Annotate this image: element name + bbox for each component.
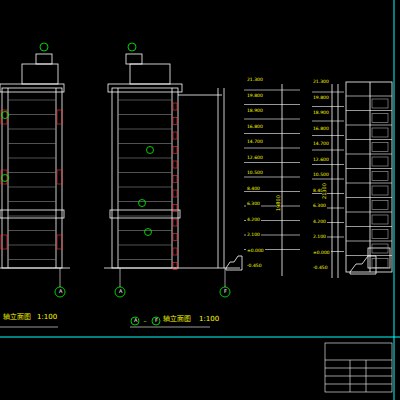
drawing-title: A (118, 289, 123, 294)
dimension-text: 10.500 (246, 171, 264, 176)
dimension-text: 21.300 (312, 80, 330, 85)
dimension-text: ±0.000 (312, 251, 331, 256)
dimension-text: 19.800 (246, 94, 264, 99)
dimension-text: 14.700 (312, 142, 330, 147)
dimension-text: 19800 (276, 194, 281, 212)
drawing-title: 轴立面图 (2, 314, 32, 321)
dimension-text: 19.800 (312, 96, 330, 101)
drawing-title: 1:100 (198, 316, 220, 323)
drawing-title: A (58, 289, 63, 294)
dimension-text: 6.300 (246, 202, 261, 207)
dimension-text: 16.800 (312, 127, 330, 132)
drawing-title: F (154, 318, 159, 323)
drawing-title: 轴立面图 (162, 316, 192, 323)
dimension-text: 2.100 (312, 235, 327, 240)
dimension-text: 12.600 (312, 158, 330, 163)
dimension-text: 21.300 (246, 78, 264, 83)
drawing-title: － (141, 318, 149, 324)
dimension-text: 12.600 (246, 156, 264, 161)
dimension-text: 2.100 (246, 233, 261, 238)
drawing-title: F (223, 289, 228, 294)
dimension-text: -0.450 (246, 264, 263, 269)
dimension-text: 14.700 (246, 140, 264, 145)
drawing-title: A (133, 318, 138, 323)
dimension-text: 4.200 (312, 220, 327, 225)
dimension-text: 4.200 (246, 218, 261, 223)
dimension-text: 10.500 (312, 173, 330, 178)
dimension-text: 6.300 (312, 204, 327, 209)
dimension-text: ±0.000 (246, 249, 265, 254)
drawing-title: 1:100 (36, 314, 58, 321)
dimension-text: 8.400 (246, 187, 261, 192)
dimension-text: 18.900 (246, 109, 264, 114)
dimension-text: 18.900 (312, 111, 330, 116)
dimension-text: -0.450 (312, 266, 329, 271)
dimension-text: 21300 (322, 182, 327, 200)
dimension-text: 16.800 (246, 125, 264, 130)
